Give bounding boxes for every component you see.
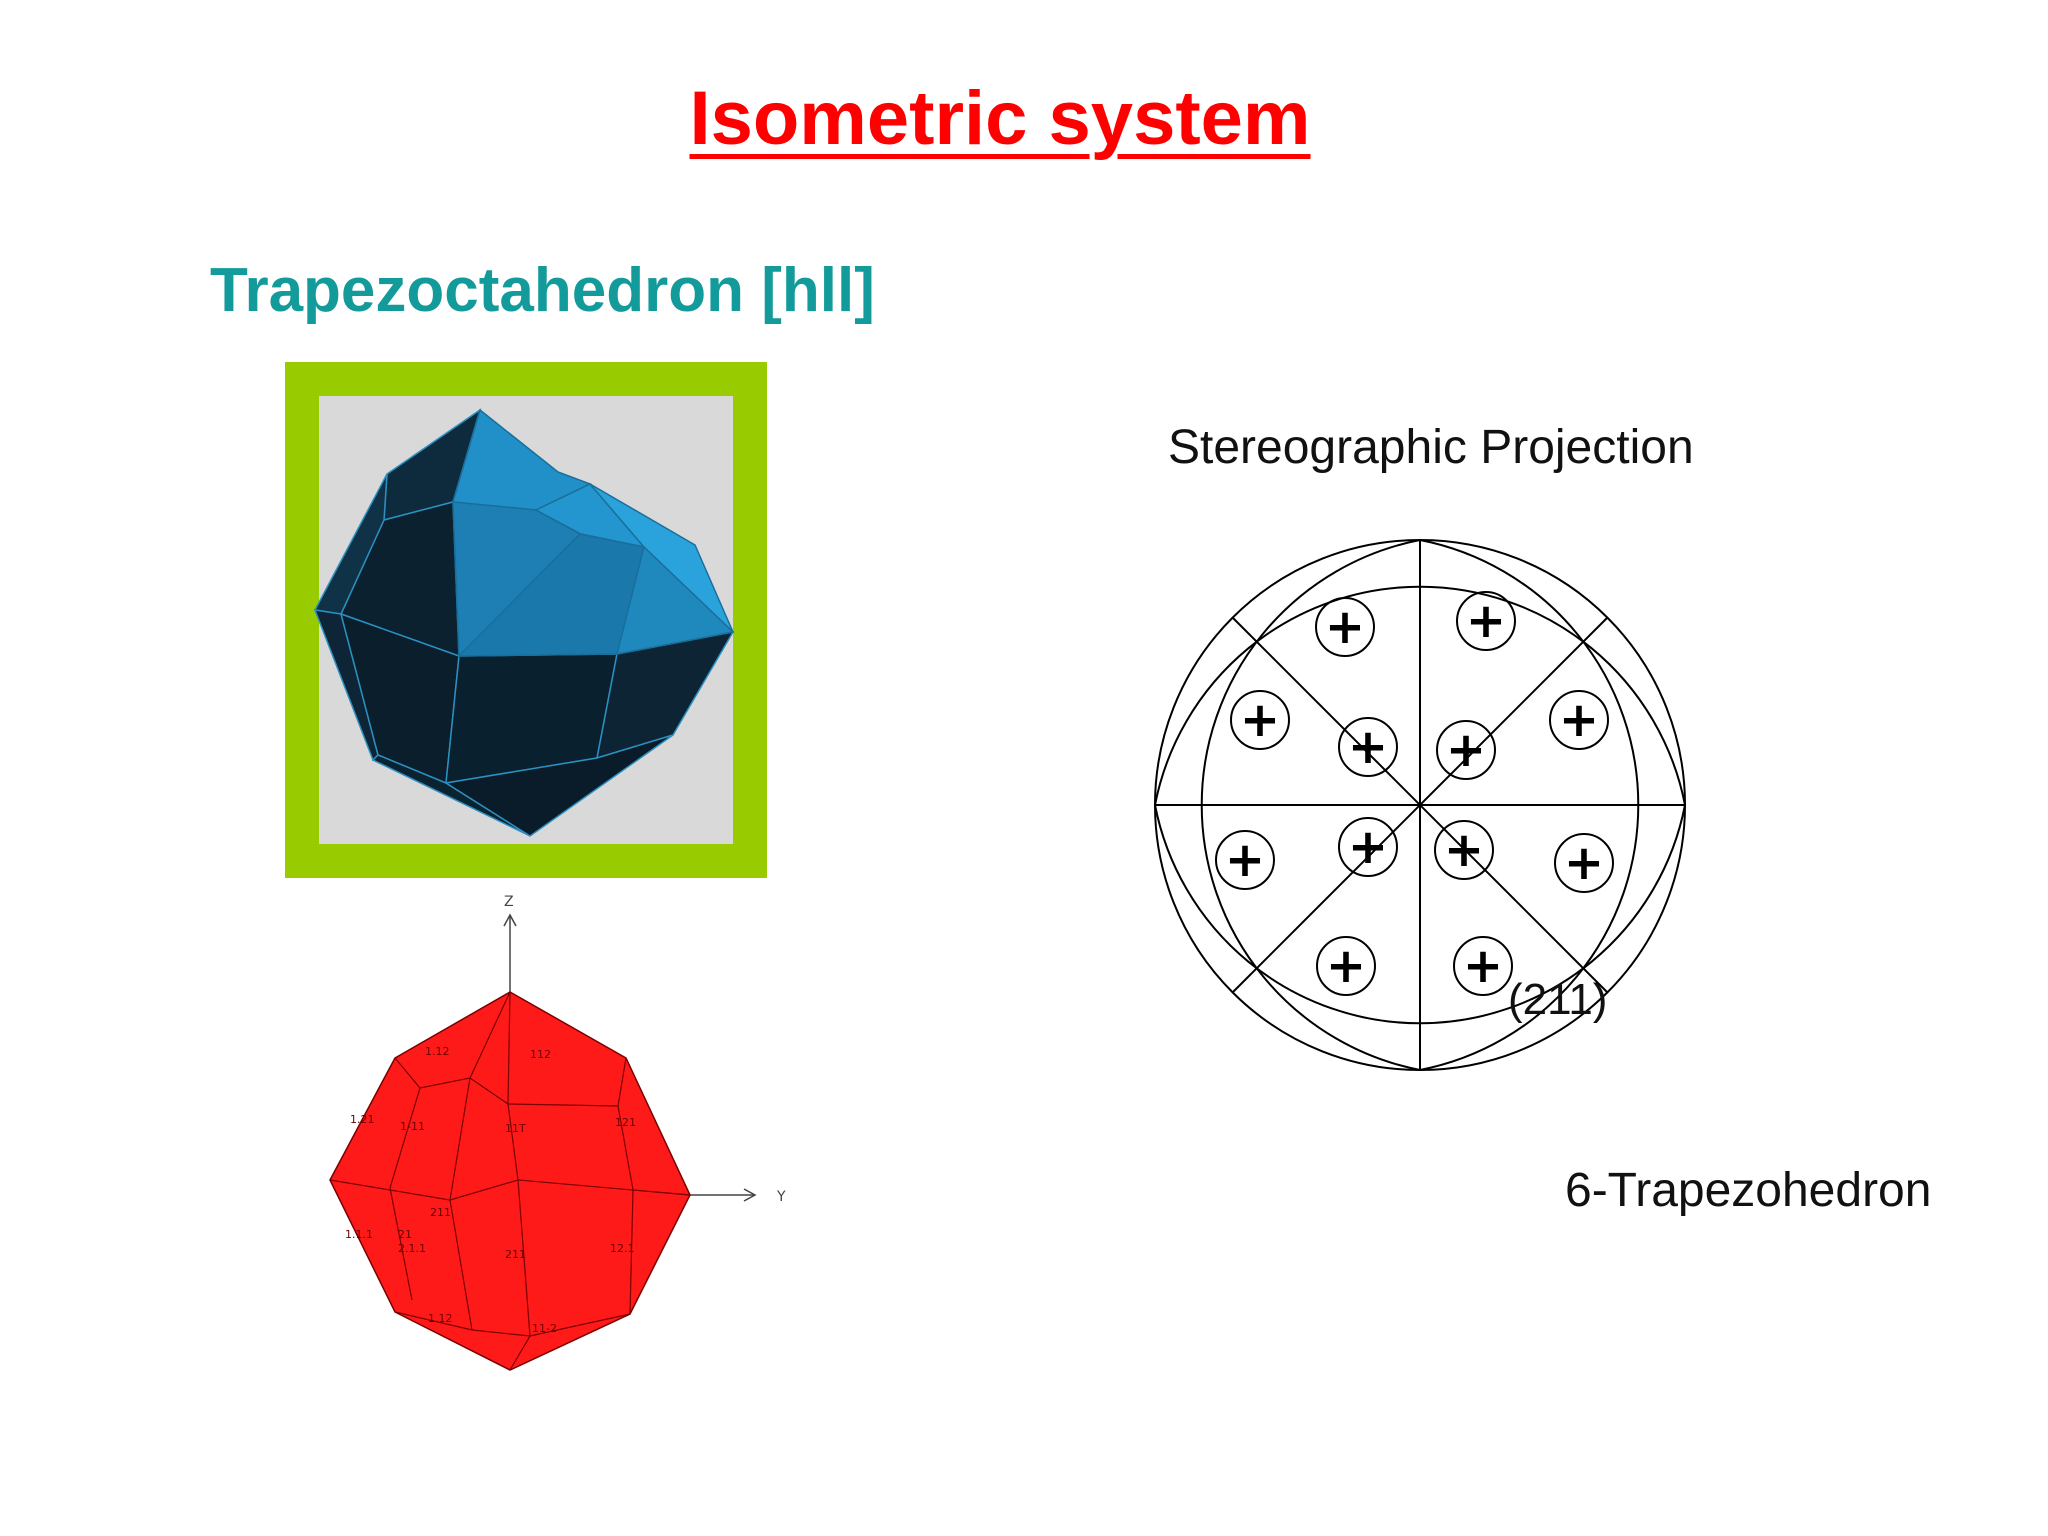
stereographic-projection: + + + + + + + + + + + + [1140,525,1700,1085]
face-label: 1-11 [400,1120,425,1133]
pole-plus-icon: + [1549,690,1609,750]
svg-text:+: + [1348,719,1388,775]
face-label: 121 [615,1116,636,1129]
pole-plus-icon: + [1316,936,1376,996]
pole-plus-icon: + [1453,936,1513,996]
svg-text:+: + [1466,593,1506,649]
face-label: 12.1 [610,1242,635,1255]
pole-markers: + + + + + + + + + + + + [1215,591,1614,996]
svg-text:+: + [1564,835,1604,891]
svg-text:+: + [1225,832,1265,888]
face-label: 211 [430,1206,451,1219]
svg-text:+: + [1240,692,1280,748]
svg-text:+: + [1559,692,1599,748]
svg-text:+: + [1446,722,1486,778]
form-name-label: 6-Trapezohedron [1565,1164,1932,1217]
projection-heading: Stereographic Projection [1168,421,1694,474]
svg-text:+: + [1348,819,1388,875]
pole-plus-icon: + [1456,591,1516,651]
face-label: 1.21 [350,1113,375,1126]
svg-text:+: + [1326,938,1366,994]
svg-text:+: + [1444,822,1484,878]
face-label: 211 [505,1248,526,1261]
crystal-form-heading: Trapezoctahedron [hll] [210,256,875,325]
pole-index-label: (211) [1508,975,1608,1024]
z-axis-label: Z [504,894,514,910]
face-label: 2.1.1 [398,1242,426,1255]
face-label: 1.1.1 [345,1228,373,1241]
pole-plus-icon: + [1338,717,1398,777]
pole-plus-icon: + [1434,820,1494,880]
y-axis-label: Y [776,1189,786,1205]
face-label: 11T [505,1122,526,1135]
face-label: 1.12 [425,1045,450,1058]
face-label: 11-2 [532,1322,557,1335]
labelled-trapezohedron-model: Z Y 1.12 112 1.21 1-11 11T 121 1 [300,880,800,1400]
pole-plus-icon: + [1215,830,1275,890]
face-label: 112 [530,1048,551,1061]
svg-text:+: + [1463,938,1503,994]
pole-plus-icon: + [1554,833,1614,893]
face-label: 1.12 [428,1312,453,1325]
pole-plus-icon: + [1338,817,1398,877]
trapezohedron-3d-image [285,362,767,878]
slide-title: Isometric system [689,76,1311,161]
pole-plus-icon: + [1315,597,1375,657]
face-label: 21 [398,1228,412,1241]
pole-plus-icon: + [1436,720,1496,780]
svg-text:+: + [1325,599,1365,655]
pole-plus-icon: + [1230,690,1290,750]
